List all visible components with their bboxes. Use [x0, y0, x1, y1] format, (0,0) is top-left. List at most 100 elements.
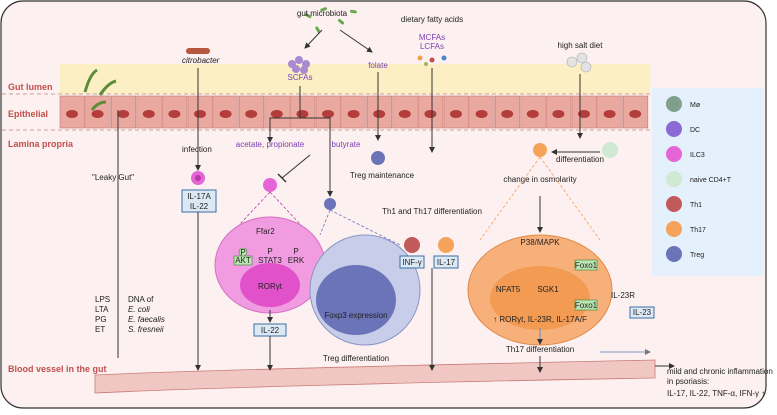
legend-label: Th17	[690, 227, 706, 234]
lps-label: LPS	[95, 295, 110, 304]
epithelial-nucleus	[501, 110, 514, 118]
ilc3-cell-medium	[263, 178, 277, 192]
foxo1-top-label: Foxo1	[575, 261, 598, 270]
stat3-label: STAT3	[258, 256, 282, 265]
naive-t-cell	[602, 142, 618, 158]
epithelial-nucleus	[603, 110, 616, 118]
epithelial-nucleus	[629, 110, 642, 118]
acetate-label: acetate, propionate	[236, 140, 305, 149]
il17a-label: IL-17A	[187, 192, 211, 201]
legend-swatch	[666, 96, 682, 112]
scfas-label: SCFAs	[288, 73, 313, 82]
th17-cell-small	[533, 143, 547, 157]
label-gut-lumen: Gut lumen	[8, 82, 53, 92]
il17-box	[433, 255, 459, 269]
legend-label: Treg	[690, 252, 704, 259]
inf-gamma-label: INF-γ	[402, 258, 422, 267]
outcome-line3: IL-17, IL-22, TNF-α, IFN-γ ↑	[667, 389, 765, 398]
epithelial-nucleus	[245, 110, 258, 118]
legend-label: naive CD4+T	[690, 177, 732, 184]
fatty-acid-droplets-icon	[417, 55, 447, 66]
inf-gamma-box	[399, 255, 425, 269]
th17-diff-label: Th17 differentiation	[506, 345, 574, 354]
legend-label: DC	[690, 127, 700, 134]
label-blood-vessel: Blood vessel in the gut	[8, 364, 107, 374]
il23r-label: IL-23R	[611, 291, 635, 300]
salt-label: high salt diet	[558, 41, 604, 50]
erk-label: ERK	[288, 256, 305, 265]
epithelial-nucleus	[66, 110, 78, 118]
dna-of-label: DNA of	[128, 295, 154, 304]
citrobacter-label: citrobacter	[182, 56, 220, 65]
treg-diff-label: Treg differentiation	[323, 354, 389, 363]
epithelial-nucleus	[194, 110, 206, 118]
foxo1-box-top	[574, 259, 598, 271]
epithelial-nucleus	[373, 110, 386, 118]
label-lamina: Lamina propria	[8, 139, 74, 149]
ecoli-label: E. coli	[128, 305, 150, 314]
efaecalis-label: E. faecalis	[128, 315, 165, 324]
legend-swatch	[666, 246, 682, 262]
il17a-il22-box	[181, 189, 217, 213]
epithelial-nucleus	[91, 110, 104, 118]
legend-label: ILC3	[690, 152, 705, 159]
mcfas-label: MCFAs	[419, 33, 445, 42]
il23-box	[629, 306, 655, 319]
legend-swatch	[666, 171, 682, 187]
roryt-label: RORγt	[258, 282, 283, 291]
epithelial-nucleus	[475, 110, 488, 118]
et-label: ET	[95, 325, 105, 334]
lta-label: LTA	[95, 305, 109, 314]
p-akt: P	[240, 248, 245, 257]
legend-label: Mø	[690, 102, 701, 109]
treg-nucleus	[316, 265, 396, 335]
epithelial-nucleus	[322, 110, 334, 118]
lumen-bacteria-icon	[83, 68, 117, 111]
il22-a-label: IL-22	[190, 202, 209, 211]
th1-th17-diff-label: Th1 and Th17 differentiation	[382, 207, 482, 216]
folate-label: folate	[368, 61, 388, 70]
akt-label: AKT	[235, 256, 251, 265]
foxp3-label: Foxp3 expression	[324, 311, 387, 320]
gut-microbiota-icon	[304, 7, 357, 33]
epithelial-nucleus	[168, 110, 181, 118]
epithelial-nucleus	[578, 110, 590, 118]
foxo1-box-bottom	[574, 299, 598, 311]
ilc3-nucleus	[240, 263, 300, 307]
il22-b-label: IL-22	[261, 326, 280, 335]
legend-swatch	[666, 196, 682, 212]
treg-cell-small	[371, 151, 385, 165]
p-erk: P	[293, 247, 298, 256]
epithelial-nucleus	[347, 110, 360, 118]
nfat5-label: NFAT5	[496, 285, 521, 294]
salt-icon	[566, 52, 592, 73]
epithelial-nucleus	[296, 110, 309, 118]
epithelial-nucleus	[117, 110, 130, 118]
epithelium-row	[59, 95, 649, 129]
epithelial-nucleus	[424, 110, 437, 118]
outcome-line2: in psoriasis:	[667, 377, 709, 386]
p-stat3: P	[267, 247, 272, 256]
outcome-line1: mild and chronic inflammation	[667, 367, 773, 376]
lumen-band	[60, 64, 650, 94]
treg-maintenance-label: Treg maintenance	[350, 171, 415, 180]
upregulated-label: ↑ RORγt, IL-23R, IL-17A/F	[493, 315, 587, 324]
epithelial-nucleus	[219, 110, 232, 118]
legend-label: Th1	[690, 202, 702, 209]
citrobacter-icon	[186, 48, 210, 54]
label-epithelial: Epithelial	[8, 109, 48, 119]
il23-label: IL-23	[633, 308, 652, 317]
sfresneii-label: S. fresneii	[128, 325, 164, 334]
differentiation-label: differentiation	[556, 155, 604, 164]
legend-swatch	[666, 121, 682, 137]
legend-swatch	[666, 221, 682, 237]
fatty-acids-label: dietary fatty acids	[401, 15, 463, 24]
epithelial-nucleus	[398, 110, 411, 118]
scfa-icon	[288, 56, 310, 74]
legend-swatch	[666, 146, 682, 162]
epithelial-nucleus	[526, 110, 539, 118]
epithelial-nucleus	[552, 110, 565, 118]
treg-cell-medium	[324, 198, 336, 210]
